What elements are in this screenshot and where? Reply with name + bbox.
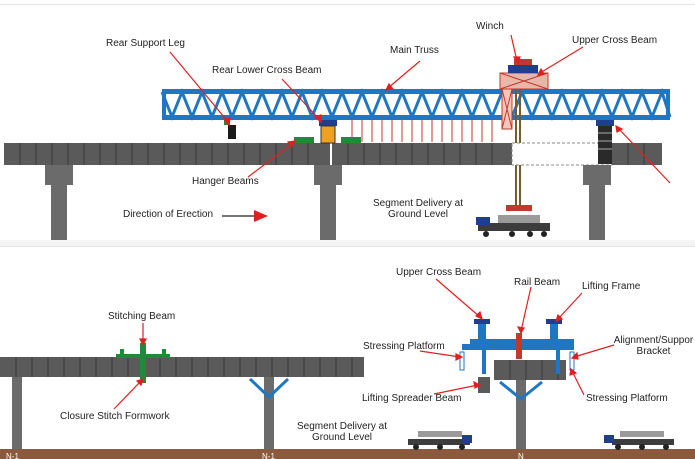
label-lifting-frame: Lifting Frame (582, 281, 641, 292)
label-segment-delivery-bottom-line2: Ground Level (311, 432, 373, 443)
label-upper-cross-beam-bottom: Upper Cross Beam (396, 267, 482, 278)
piers-bottom (12, 377, 526, 449)
top-panel-drawing (4, 34, 672, 241)
main-truss-lattice (160, 87, 672, 122)
label-segment-delivery-bottom: Segment Delivery at Ground Level (290, 421, 394, 443)
main-truss (160, 87, 672, 122)
stitching-beam (116, 343, 170, 383)
label-stressing-platform-right: Stressing Platform (586, 393, 668, 404)
leader-arrows (169, 34, 671, 184)
bottom-panel-drawing (0, 278, 695, 459)
delivery-truck (476, 215, 550, 237)
label-closure-stitch-formwork: Closure Stitch Formwork (60, 411, 170, 422)
delivery-truck-left (408, 431, 472, 450)
piers (45, 165, 611, 241)
leader-arrows-bottom (113, 278, 615, 410)
bridge-deck-bottom (0, 357, 566, 380)
label-segment-delivery-line2: Ground Level (387, 209, 449, 220)
panel-separator (0, 240, 695, 246)
label-segment-delivery-bottom-line1: Segment Delivery at (296, 421, 388, 432)
delivery-truck-right (604, 431, 674, 450)
label-segment-delivery: Segment Delivery at Ground Level (366, 198, 470, 220)
label-hanger-beams: Hanger Beams (192, 176, 259, 187)
label-lifting-spreader-beam: Lifting Spreader Beam (362, 393, 462, 404)
label-pier-right: N (518, 452, 524, 459)
ground-level (0, 449, 695, 459)
bridge-deck (4, 142, 662, 166)
label-alignment-line2: Bracket (636, 346, 671, 357)
label-pier-left: N-1 (6, 452, 19, 459)
label-segment-delivery-line1: Segment Delivery at (372, 198, 464, 209)
rear-support-leg (224, 120, 236, 139)
bottom-panel-stitching-stage: Upper Cross Beam Rail Beam Lifting Frame… (0, 246, 695, 459)
winch-assembly (499, 59, 549, 211)
label-main-truss: Main Truss (390, 45, 439, 56)
label-alignment-bracket: Alignment/Suppor Bracket (612, 335, 695, 357)
rear-lower-cross-beam (319, 120, 614, 164)
label-stitching-beam: Stitching Beam (108, 311, 176, 322)
label-direction-of-erection: Direction of Erection (123, 209, 214, 220)
label-stressing-platform-left: Stressing Platform (363, 341, 445, 352)
lifting-frame (459, 319, 575, 393)
label-upper-cross-beam: Upper Cross Beam (572, 35, 658, 46)
alignment-brackets (248, 377, 543, 401)
direction-arrow (222, 210, 268, 222)
hanger-beams (294, 137, 361, 143)
label-winch: Winch (476, 21, 504, 32)
top-panel-erection-stage: Rear Support Leg Rear Lower Cross Beam M… (0, 4, 695, 242)
label-pier-mid: N-1 (262, 452, 275, 459)
hanger-rods (351, 120, 493, 142)
label-alignment-line1: Alignment/Suppor (613, 335, 694, 346)
label-rear-lower-cross-beam: Rear Lower Cross Beam (212, 65, 322, 76)
label-rear-support-leg: Rear Support Leg (106, 38, 185, 49)
label-rail-beam: Rail Beam (514, 277, 561, 288)
